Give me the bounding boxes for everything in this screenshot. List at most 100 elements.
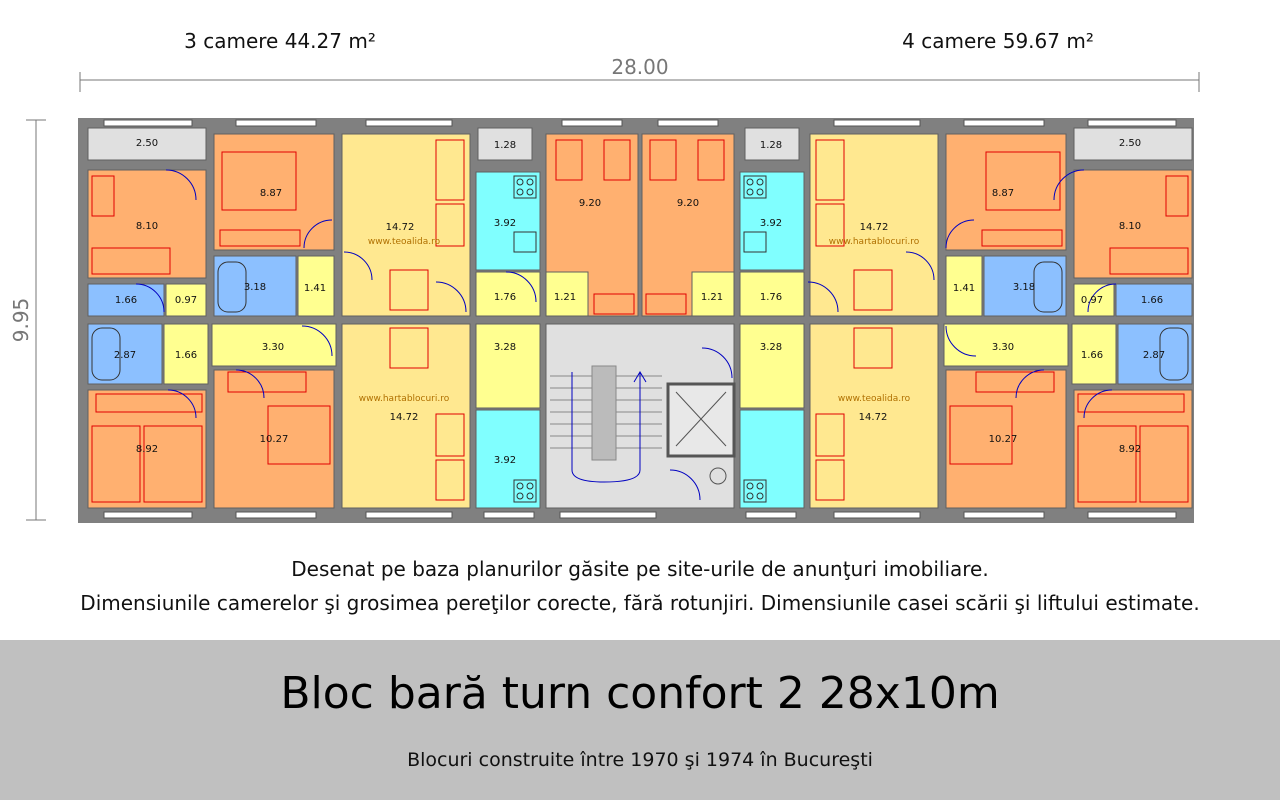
balcony-left [87,127,207,161]
label-bath-left-top: 3.18 [244,282,266,293]
label-bedroom-big-left-top: 8.87 [260,188,282,199]
hall-center-right-top [739,271,805,317]
fixtures [91,175,1189,503]
watermark-2: www.hartablocuri.ro [829,237,920,247]
label-bedroom-right-top: 8.10 [1119,221,1141,232]
label-loggia-center-left: 1.28 [494,140,516,151]
label-hall-center-center-right: 1.21 [701,292,723,303]
windows [103,119,1177,519]
bedroom-right-top [1073,169,1193,279]
loggia-center-right [744,127,800,161]
label-hall-long-left: 3.30 [262,342,284,353]
label-hall-small-right: 0.97 [1081,295,1103,306]
kitchen-center-left-top [475,171,541,271]
kitchen-center-left-bottom [475,409,541,509]
footer-band [0,640,1280,800]
watermark-4: www.teoalida.ro [838,394,911,404]
right-apartment-label: 4 camere 59.67 m² [902,29,1094,53]
label-bedroom-big-right-top: 8.87 [992,188,1014,199]
bedroom-big-right-bottom [945,369,1067,509]
hall-long-right [943,323,1069,367]
bedroom-left-top [87,169,207,279]
label-kitchen-center-right-top: 3.92 [760,218,782,229]
wc-right [1115,283,1193,317]
label-living-left-top: 14.72 [386,222,415,233]
room-labels: 2.50 8.10 8.87 14.72 3.18 1.41 1.66 0.97… [114,138,1165,466]
floor-plan: 3 camere 44.27 m² 4 camere 59.67 m² 28.0… [9,29,1200,523]
hall-small-left [165,283,207,317]
label-hall-center-left-top: 1.76 [494,292,516,303]
bedroom-big-right-top [945,133,1067,251]
label-hall-small-left: 0.97 [175,295,197,306]
loggia-center-left [477,127,533,161]
label-living-right-top: 14.72 [860,222,889,233]
width-dimension [79,72,1200,92]
label-hall-left-top: 1.41 [304,283,326,294]
page-title: Bloc bară turn confort 2 28x10m [280,668,1000,719]
balcony-right [1073,127,1193,161]
hall-center-center-right [691,271,735,317]
lift-shaft [666,382,736,458]
hall-center-right-bottom [739,323,805,409]
hall-center-center-left [545,271,589,317]
note-line-1: Desenat pe baza planurilor găsite pe sit… [291,557,989,581]
bedroom-left-bottom [87,389,207,509]
watermark-3: www.hartablocuri.ro [359,394,450,404]
label-hall-left-bottom: 1.66 [175,350,197,361]
label-living-left-bottom: 14.72 [390,412,419,423]
furniture [91,139,1189,503]
label-bedroom-left-bottom: 8.92 [136,444,158,455]
bath-left-bottom [87,323,163,385]
staircase [550,365,727,485]
hall-center-left-bottom [475,323,541,409]
label-bath-right-bottom: 2.87 [1143,350,1165,361]
hall-long-left [211,323,337,367]
label-bedroom-right-bottom: 8.92 [1119,444,1141,455]
label-loggia-center-right: 1.28 [760,140,782,151]
note-line-2: Dimensiunile camerelor şi grosimea pereţ… [80,591,1200,615]
label-bedroom-big-right-bottom: 10.27 [989,434,1018,445]
bedroom-big-left-top [213,133,335,251]
hall-left-bottom [163,323,209,385]
kitchen-center-right-top [739,171,805,271]
left-apartment-label: 3 camere 44.27 m² [184,29,376,53]
living-right-top [809,133,939,317]
bedroom-big-left-bottom [213,369,335,509]
living-left-top [341,133,471,317]
depth-dimension [26,119,46,521]
label-hall-right-bottom: 1.66 [1081,350,1103,361]
label-bedroom-left-top: 8.10 [136,221,158,232]
label-bath-right-top: 3.18 [1013,282,1035,293]
label-hall-right-top: 1.41 [953,283,975,294]
label-bedroom-center-left: 9.20 [579,198,601,209]
label-hall-long-right: 3.30 [992,342,1014,353]
label-hall-center-right-top: 1.76 [760,292,782,303]
label-bedroom-center-right: 9.20 [677,198,699,209]
living-right-bottom [809,323,939,509]
label-bedroom-big-left-bottom: 10.27 [260,434,289,445]
hall-left-top [297,255,335,317]
doors [135,169,1117,501]
hall-right-top [945,255,983,317]
bath-right-bottom [1117,323,1193,385]
bath-right-top [983,255,1067,317]
bedroom-right-bottom [1073,389,1193,509]
label-hall-center-right-bottom: 3.28 [760,342,782,353]
label-kitchen-center-left-bottom: 3.92 [494,455,516,466]
label-living-right-bottom: 14.72 [859,412,888,423]
label-wc-right: 1.66 [1141,295,1163,306]
wc-left [87,283,165,317]
label-wc-left: 1.66 [115,295,137,306]
width-dimension-label: 28.00 [611,55,668,79]
page-subtitle: Blocuri construite între 1970 şi 1974 în… [407,749,873,771]
label-kitchen-center-left-top: 3.92 [494,218,516,229]
label-balcony-left: 2.50 [136,138,158,149]
hall-right-bottom [1071,323,1117,385]
label-hall-center-left-bottom: 3.28 [494,342,516,353]
living-left-bottom [341,323,471,509]
depth-dimension-label: 9.95 [9,298,33,343]
label-balcony-right: 2.50 [1119,138,1141,149]
hall-small-right [1073,283,1115,317]
watermarks: www.teoalida.ro www.hartablocuri.ro www.… [359,237,920,404]
label-hall-center-center-left: 1.21 [554,292,576,303]
